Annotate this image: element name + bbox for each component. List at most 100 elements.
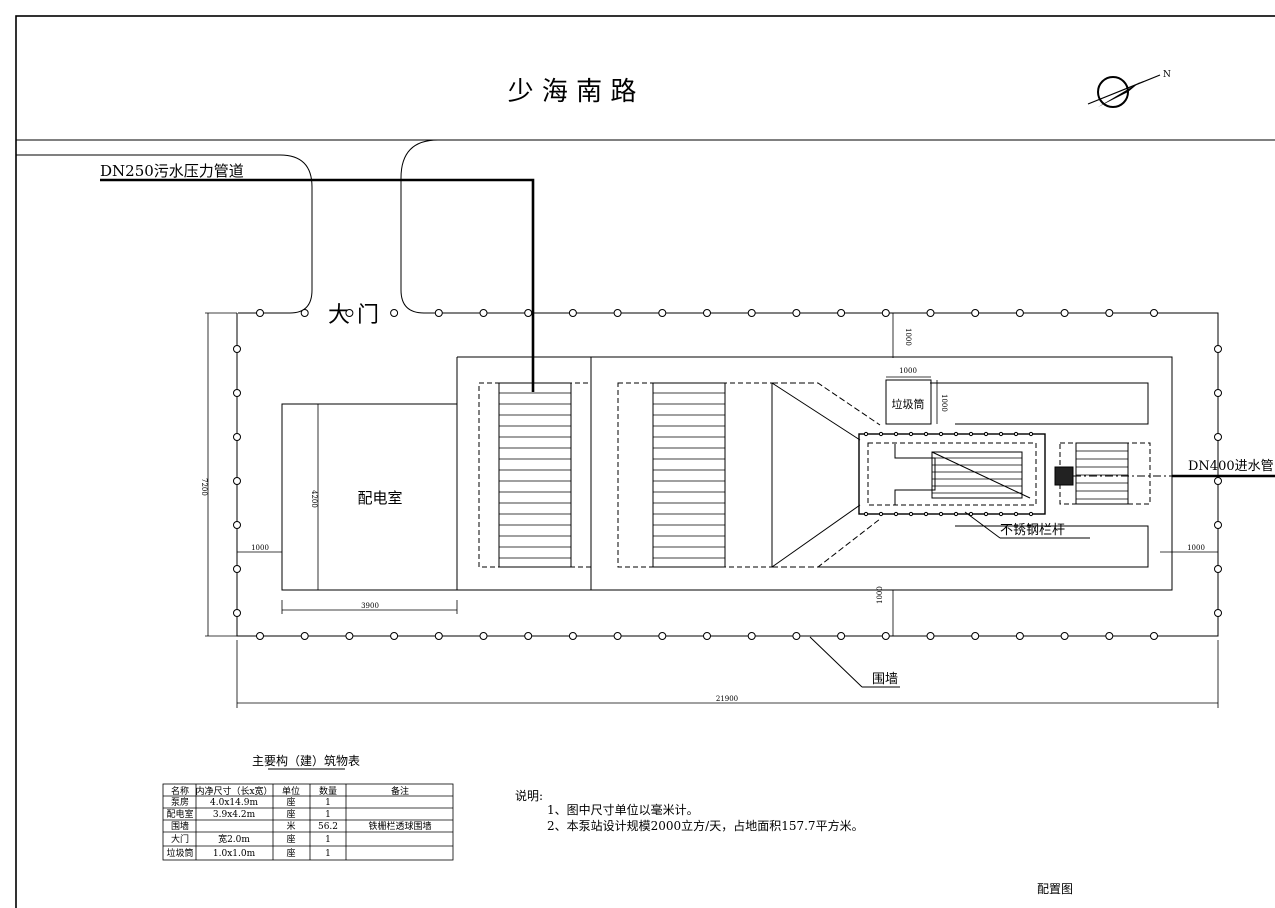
wall-posts <box>233 309 1222 640</box>
table-row-4-qty: 1 <box>325 835 331 845</box>
wall-post <box>233 521 241 529</box>
wall-post <box>1150 632 1158 640</box>
wall-post <box>1060 632 1069 640</box>
sloped-channel <box>771 382 1149 568</box>
railing-leader <box>964 511 1001 539</box>
dimension-lines <box>205 312 1219 708</box>
railing-post <box>893 511 899 517</box>
wall-post <box>613 309 622 317</box>
wall-post <box>1150 309 1158 317</box>
wall-post <box>881 632 890 640</box>
table-row-5-unit: 座 <box>286 847 295 859</box>
dim-height: 7200 <box>200 478 208 496</box>
wall-post <box>233 565 241 573</box>
table-header-note: 备注 <box>391 785 409 797</box>
wall-post <box>345 632 354 640</box>
wall-post <box>837 632 846 640</box>
table-row-1-unit: 座 <box>286 796 295 808</box>
wall-post <box>747 309 756 317</box>
dim-bottom-gap: 1000 <box>876 586 884 604</box>
railing-enclosure <box>858 433 1046 515</box>
wall-post <box>837 309 846 317</box>
wall-post <box>568 632 577 640</box>
gate-label: 大 门 <box>328 303 379 328</box>
note-item-2: 2、本泵站设计规模2000立方/天，占地面积157.7平方米。 <box>547 818 864 833</box>
note-item-1: 1、图中尺寸单位以毫米计。 <box>547 802 699 817</box>
wall-post <box>1105 632 1114 640</box>
wall-post <box>926 632 935 640</box>
wall-post <box>434 632 443 640</box>
wall-post <box>390 632 399 640</box>
railing-post <box>1013 431 1019 437</box>
dim-right-gap: 1000 <box>1187 544 1205 552</box>
wall-post <box>233 477 241 485</box>
wall-post <box>926 309 935 317</box>
wall-post <box>881 309 890 317</box>
inlet-chamber <box>1075 442 1129 505</box>
wall-post <box>658 309 667 317</box>
railing-post <box>953 511 959 517</box>
wall-post <box>434 309 443 317</box>
trash-bin <box>885 379 932 425</box>
wall-post <box>1214 345 1222 353</box>
table-header-size: 内净尺寸（长x宽） <box>195 785 272 797</box>
wall-post <box>479 309 488 317</box>
table-row-5-name: 垃圾筒 <box>166 847 193 859</box>
wall-post <box>1015 632 1024 640</box>
pipe-in-label: DN400进水管 <box>1188 459 1274 474</box>
table-row-5-size: 1.0x1.0m <box>213 849 256 859</box>
wall-leader <box>809 636 863 688</box>
pressure-pipe-line <box>100 178 535 392</box>
table-row-2-name: 配电室 <box>166 808 193 820</box>
railing-post <box>878 431 884 437</box>
table-title: 主要构（建）筑物表 <box>252 753 360 768</box>
wall-post <box>703 632 711 640</box>
wall-post <box>345 309 354 317</box>
railing-posts <box>863 431 1034 517</box>
drawing-title: 配置图 <box>1037 882 1073 896</box>
wall-post <box>658 632 667 640</box>
dim-total-width: 21900 <box>716 695 738 703</box>
table-header-name: 名称 <box>171 785 189 797</box>
table-row-4-size: 宽2.0m <box>218 833 250 845</box>
pump-station-outline <box>456 356 1173 591</box>
railing-inner <box>867 442 1037 506</box>
railing-post <box>983 431 989 437</box>
railing-post <box>983 511 989 517</box>
railing-post <box>938 511 944 517</box>
wall-post <box>971 309 980 317</box>
wet-well-outline <box>894 444 936 505</box>
wall-post <box>233 345 241 353</box>
wall-post <box>971 632 980 640</box>
wall-post <box>613 632 622 640</box>
inlet-valve-icon <box>1054 466 1074 486</box>
driveway-right-curve <box>16 139 1275 314</box>
table-header-unit: 单位 <box>282 785 300 797</box>
table-header-qty: 数量 <box>319 785 337 797</box>
wall-post <box>300 632 309 640</box>
railing-post <box>893 431 899 437</box>
wall-post <box>568 309 577 317</box>
wall-post <box>1214 521 1222 529</box>
wet-well-hatching <box>932 457 1022 494</box>
railing-post <box>998 511 1004 517</box>
dim-left-gap: 1000 <box>251 544 269 552</box>
wall-post <box>1214 477 1222 485</box>
table-row-2-unit: 座 <box>286 808 295 820</box>
pipe-out-label: DN250污水压力管道 <box>100 162 244 180</box>
wet-well-diagonal <box>931 451 1031 499</box>
table-row-1-name: 泵房 <box>171 796 189 808</box>
table-row-3-name: 围墙 <box>171 820 189 832</box>
wall-post <box>792 309 801 317</box>
railing-post <box>863 511 869 517</box>
wall-post <box>1214 565 1222 573</box>
table-row-3-note: 铁栅栏透球围墙 <box>368 820 431 832</box>
dim-room-height: 4200 <box>310 490 318 508</box>
wall-post <box>256 309 264 317</box>
grit-tanks <box>478 382 773 568</box>
wall-post <box>703 309 711 317</box>
table-row-3-qty: 56.2 <box>318 822 338 832</box>
driveway-left-curve <box>16 154 313 314</box>
dim-bin-width: 1000 <box>899 367 917 375</box>
dim-bin-height: 1000 <box>940 394 948 412</box>
